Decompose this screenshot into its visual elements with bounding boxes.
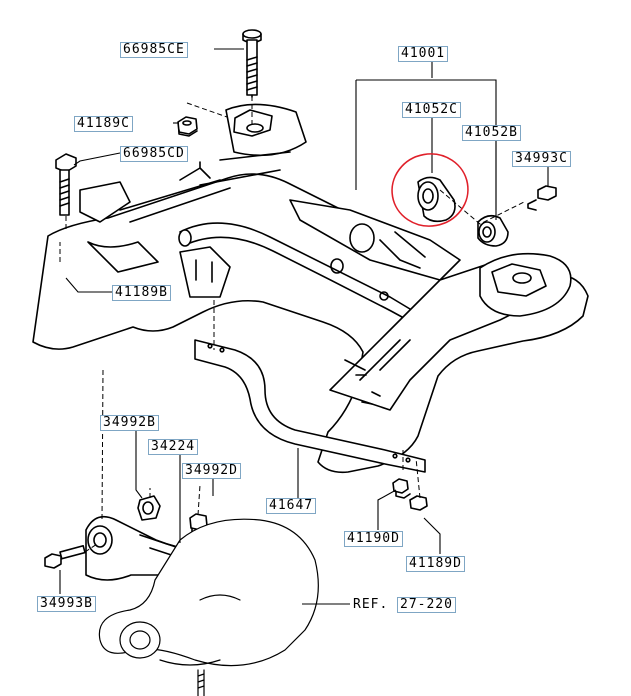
bushing-34992b — [137, 495, 161, 521]
bolt-66985cd — [55, 153, 77, 216]
label-ref-27-220[interactable]: 27-220 — [397, 597, 456, 613]
bushing-41052c — [417, 176, 456, 223]
label-41190d[interactable]: 41190D — [344, 531, 403, 547]
reference-prefix: REF. — [353, 597, 389, 612]
rear-crossmember — [32, 103, 589, 474]
label-34224[interactable]: 34224 — [148, 439, 199, 455]
label-34992b[interactable]: 34992B — [100, 415, 159, 431]
nut-41190d — [392, 478, 411, 499]
bolt-34993b — [44, 544, 86, 569]
label-41052c[interactable]: 41052C — [402, 102, 461, 118]
alignment-lines — [59, 96, 525, 553]
bolt-66985ce — [242, 29, 262, 98]
label-34993b[interactable]: 34993B — [37, 596, 96, 612]
label-66985ce[interactable]: 66985CE — [120, 42, 188, 58]
nut-41189d — [409, 495, 428, 511]
nut-41189c — [177, 116, 198, 137]
label-41189d[interactable]: 41189D — [406, 556, 465, 572]
label-41052b[interactable]: 41052B — [462, 125, 521, 141]
bushing-41052b — [477, 214, 509, 247]
label-41001[interactable]: 41001 — [398, 46, 449, 62]
label-41189c[interactable]: 41189C — [74, 116, 133, 132]
label-41647[interactable]: 41647 — [266, 498, 317, 514]
bolt-34993c — [527, 185, 557, 211]
label-34992d[interactable]: 34992D — [182, 463, 241, 479]
bracket-41647 — [194, 339, 426, 473]
differential-housing — [98, 518, 319, 696]
label-66985cd[interactable]: 66985CD — [120, 146, 188, 162]
label-34993c[interactable]: 34993C — [512, 151, 571, 167]
highlight-circle — [391, 153, 469, 227]
label-41189b[interactable]: 41189B — [112, 285, 171, 301]
leader-lines — [59, 48, 549, 605]
